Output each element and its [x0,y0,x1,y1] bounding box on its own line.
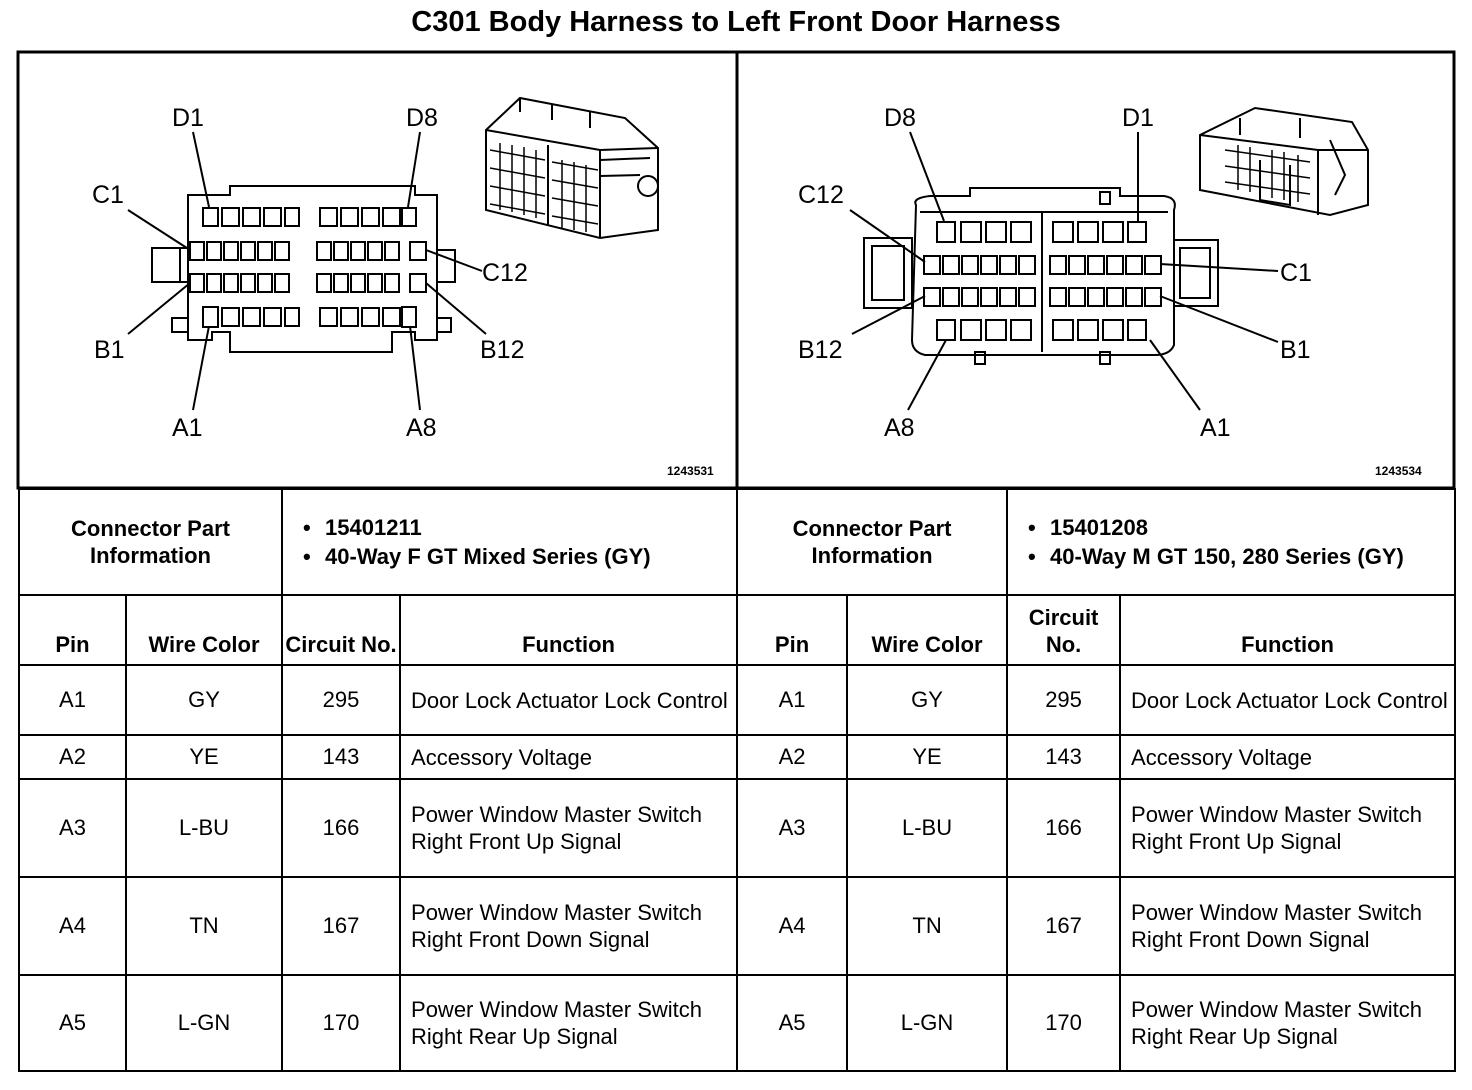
header-function-right: Function [1119,594,1457,666]
label-b12-right: B12 [798,336,842,364]
circuit-cell: 167 [1006,876,1122,976]
label-c1-left: C1 [92,181,124,209]
left-figure-number: 1243531 [667,464,714,478]
wire-color-cell: L-GN [846,974,1009,1072]
circuit-cell: 170 [1006,974,1122,1072]
header-wire-color-left: Wire Color [124,594,284,666]
page-title: C301 Body Harness to Left Front Door Har… [411,6,1061,38]
function-cell: Accessory Voltage [1119,734,1457,780]
circuit-cell: 166 [281,778,402,878]
pin-cell: A4 [736,876,849,976]
wire-color-cell: TN [124,876,284,976]
right-figure-number: 1243534 [1375,464,1422,478]
table-row: A1 GY 295 Door Lock Actuator Lock Contro… [18,664,1457,736]
pin-cell: A2 [736,734,849,780]
left-cavities-row-a [202,306,417,328]
connector-part-info-left: 15401211 40-Way F GT Mixed Series (GY) [281,488,739,596]
circuit-cell: 295 [281,664,402,736]
connector-diagrams: D1 D8 C1 C12 B1 B12 A1 A8 1243531 [16,50,1456,490]
connector-part-info-label-left: Connector Part Information [17,488,284,596]
left-cavities-row-c [189,241,427,261]
circuit-cell: 166 [1006,778,1122,878]
pin-cell: A1 [736,664,849,736]
label-c12-left: C12 [482,259,528,287]
wire-color-cell: TN [846,876,1009,976]
circuit-cell: 167 [281,876,402,976]
connector-info-row: Connector Part Information 15401211 40-W… [17,488,1457,596]
function-cell: Door Lock Actuator Lock Control [399,664,739,736]
label-c12-right: C12 [798,181,844,209]
circuit-cell: 295 [1006,664,1122,736]
function-cell: Power Window Master Switch Right Rear Up… [1119,974,1457,1072]
circuit-cell: 143 [281,734,402,780]
right-cavities-row-b [923,287,1162,307]
right-connector-face [863,187,1219,365]
label-a1-left: A1 [172,414,203,442]
pinout-table: Connector Part Information 15401211 40-W… [17,488,1457,1072]
wire-color-cell: YE [846,734,1009,780]
table-row: A3 L-BU 166 Power Window Master Switch R… [18,778,1457,878]
part-number-right: 15401208 [1028,513,1454,542]
function-cell: Power Window Master Switch Right Rear Up… [399,974,739,1072]
header-pin-left: Pin [18,594,127,666]
left-cavities-row-b [189,273,427,293]
header-circuit-right: Circuit No. [1006,594,1122,666]
wire-color-cell: L-BU [846,778,1009,878]
label-b1-left: B1 [94,336,125,364]
left-connector-face [151,185,456,353]
header-circuit-left: Circuit No. [281,594,402,666]
right-cavities-row-c [923,255,1162,275]
wire-color-cell: L-BU [124,778,284,878]
header-pin-right: Pin [736,594,849,666]
function-cell: Power Window Master Switch Right Front U… [399,778,739,878]
pin-cell: A4 [18,876,127,976]
circuit-cell: 170 [281,974,402,1072]
header-function-left: Function [399,594,739,666]
circuit-cell: 143 [1006,734,1122,780]
label-c1-right: C1 [1280,259,1312,287]
label-a8-right: A8 [884,414,915,442]
wire-color-cell: L-GN [124,974,284,1072]
pin-cell: A5 [736,974,849,1072]
connector-part-info-right: 15401208 40-Way M GT 150, 280 Series (GY… [1006,488,1457,596]
pin-cell: A1 [18,664,127,736]
part-number-left: 15401211 [303,513,736,542]
column-header-row: Pin Wire Color Circuit No. Function Pin … [18,594,1457,666]
function-cell: Door Lock Actuator Lock Control [1119,664,1457,736]
wire-color-cell: GY [124,664,284,736]
wire-color-cell: YE [124,734,284,780]
right-leader-lines [849,131,1279,411]
pin-cell: A2 [18,734,127,780]
header-wire-color-right: Wire Color [846,594,1009,666]
connector-part-info-label-right: Connector Part Information [736,488,1009,596]
left-connector-sketch [485,96,659,240]
pin-cell: A3 [18,778,127,878]
table-row: A2 YE 143 Accessory Voltage A2 YE 143 Ac… [18,734,1457,780]
left-leader-lines [127,131,487,411]
right-cavities-row-a [936,319,1147,341]
part-description-left: 40-Way F GT Mixed Series (GY) [303,542,736,571]
left-cavities-row-d [202,207,417,227]
label-b12-left: B12 [480,336,524,364]
label-a8-left: A8 [406,414,437,442]
label-d8-left: D8 [406,104,438,132]
wire-color-cell: GY [846,664,1009,736]
label-d1-right: D1 [1122,104,1154,132]
table-row: A4 TN 167 Power Window Master Switch Rig… [18,876,1457,976]
function-cell: Accessory Voltage [399,734,739,780]
pin-cell: A5 [18,974,127,1072]
label-d1-left: D1 [172,104,204,132]
right-cavities-row-d [936,221,1147,243]
pin-cell: A3 [736,778,849,878]
function-cell: Power Window Master Switch Right Front D… [1119,876,1457,976]
table-row: A5 L-GN 170 Power Window Master Switch R… [18,974,1457,1072]
right-connector-sketch [1199,106,1369,217]
part-description-right: 40-Way M GT 150, 280 Series (GY) [1028,542,1454,571]
label-a1-right: A1 [1200,414,1231,442]
function-cell: Power Window Master Switch Right Front D… [399,876,739,976]
label-d8-right: D8 [884,104,916,132]
label-b1-right: B1 [1280,336,1311,364]
function-cell: Power Window Master Switch Right Front U… [1119,778,1457,878]
